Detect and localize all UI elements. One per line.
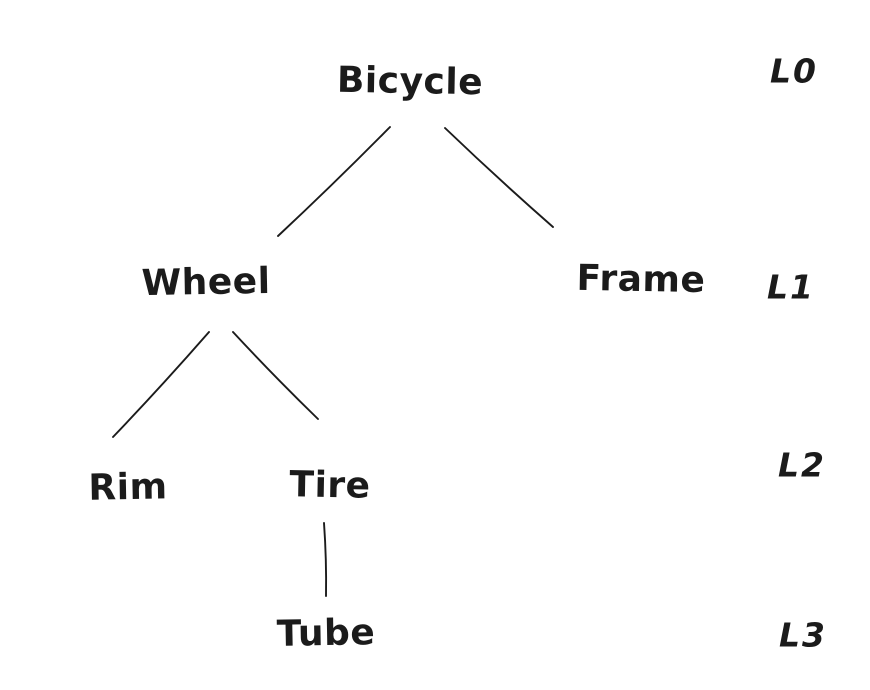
level-label-l0: L0 [770, 51, 818, 91]
level-label-l2: L2 [778, 445, 826, 485]
tree-edge-wheel-rim [112, 331, 210, 438]
tree-edge-bicycle-wheel [277, 126, 391, 237]
tree-node-bicycle: Bicycle [336, 59, 484, 104]
level-label-l3: L3 [779, 615, 827, 655]
tree-node-tube: Tube [276, 612, 376, 655]
tree-node-frame: Frame [576, 257, 706, 302]
tree-node-tire: Tire [289, 464, 371, 507]
tree-edge-bicycle-frame [444, 127, 554, 228]
tree-edge-wheel-tire [232, 331, 319, 420]
level-label-l1: L1 [767, 267, 815, 307]
tree-edge-tire-tube [323, 522, 328, 597]
tree-node-wheel: Wheel [141, 260, 271, 305]
tree-node-rim: Rim [88, 466, 168, 509]
